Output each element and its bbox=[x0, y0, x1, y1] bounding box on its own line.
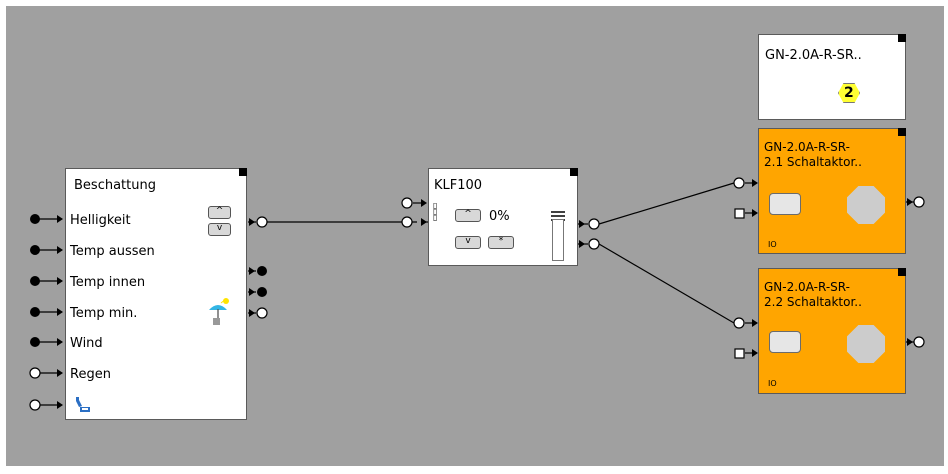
badge-number: 2 bbox=[844, 85, 854, 101]
chevron-down-icon: v bbox=[465, 236, 471, 246]
switch-button[interactable] bbox=[769, 331, 801, 353]
chevron-up-icon: ^ bbox=[464, 209, 472, 219]
up-button[interactable]: ^ bbox=[455, 209, 481, 222]
input-status-markers: ▯▯▯ bbox=[433, 201, 438, 222]
input-label-temp-aussen: Temp aussen bbox=[70, 244, 155, 259]
input-label-temp-min: Temp min. bbox=[70, 306, 138, 321]
position-fader[interactable] bbox=[552, 219, 564, 261]
status-indicator bbox=[847, 325, 885, 363]
block-corner-marker bbox=[239, 168, 247, 176]
block-title: GN-2.0A-R-SR.. bbox=[765, 48, 862, 63]
switch-button[interactable] bbox=[769, 193, 801, 215]
beschattung-block[interactable]: Beschattung Helligkeit Temp aussen Temp … bbox=[65, 168, 247, 420]
position-value: 0% bbox=[489, 209, 510, 224]
chevron-down-icon: v bbox=[216, 223, 223, 233]
block-corner-marker bbox=[570, 168, 578, 176]
input-label-wind: Wind bbox=[70, 336, 103, 351]
asterisk-icon: * bbox=[498, 236, 504, 246]
stop-button[interactable]: * bbox=[488, 236, 514, 249]
block-corner-marker bbox=[898, 128, 906, 136]
down-button[interactable]: v bbox=[208, 223, 231, 236]
block-corner-marker bbox=[898, 34, 906, 42]
block-title-line2: 2.1 Schaltaktor.. bbox=[764, 155, 862, 169]
io-tag: IO bbox=[768, 240, 777, 249]
menu-lines-icon bbox=[551, 206, 565, 221]
klf100-block[interactable]: KLF100 ▯▯▯ ^ 0% v * bbox=[428, 168, 578, 266]
block-title: KLF100 bbox=[434, 178, 483, 193]
chevron-up-icon: ^ bbox=[215, 206, 224, 216]
number-badge: 2 bbox=[838, 83, 860, 103]
io-tag: IO bbox=[768, 379, 777, 388]
down-button[interactable]: v bbox=[455, 236, 481, 249]
input-label-regen: Regen bbox=[70, 367, 111, 382]
wrench-icon bbox=[72, 395, 92, 413]
gn-device-block[interactable]: GN-2.0A-R-SR.. 2 bbox=[758, 34, 906, 120]
block-title: Beschattung bbox=[74, 178, 156, 193]
input-label-temp-innen: Temp innen bbox=[70, 275, 146, 290]
block-corner-marker bbox=[898, 268, 906, 276]
input-label-helligkeit: Helligkeit bbox=[70, 213, 131, 228]
block-title-line2: 2.2 Schaltaktor.. bbox=[764, 295, 862, 309]
block-title-line1: GN-2.0A-R-SR- bbox=[764, 140, 850, 154]
actuator-2-2-block[interactable]: GN-2.0A-R-SR- 2.2 Schaltaktor.. IO bbox=[758, 268, 906, 394]
sun-umbrella-icon bbox=[207, 297, 231, 327]
up-button[interactable]: ^ bbox=[208, 206, 231, 219]
status-indicator bbox=[847, 186, 885, 224]
actuator-2-1-block[interactable]: GN-2.0A-R-SR- 2.1 Schaltaktor.. IO bbox=[758, 128, 906, 254]
block-title-line1: GN-2.0A-R-SR- bbox=[764, 280, 850, 294]
